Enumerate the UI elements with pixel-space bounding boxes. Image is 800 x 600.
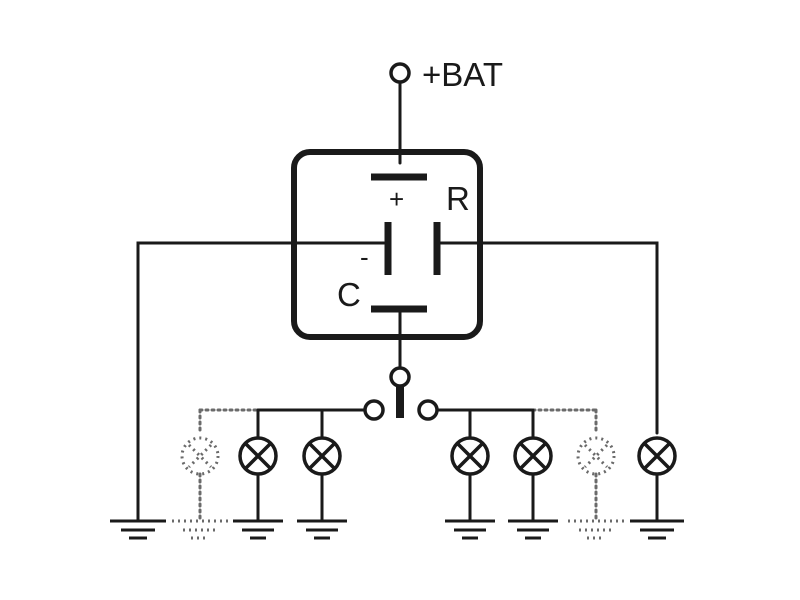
- ground-symbol: [233, 519, 283, 540]
- left-wire: [136, 241, 386, 522]
- lamp-right-1: [450, 436, 490, 522]
- r-label: R: [446, 180, 470, 217]
- ground-symbol-optional: [568, 519, 624, 540]
- ground-symbol: [297, 519, 347, 540]
- switch-left-terminal: [363, 399, 385, 421]
- right-wire: [439, 241, 659, 435]
- battery-label: +BAT: [422, 56, 503, 93]
- lamp-right-2: [513, 436, 553, 522]
- lamp-left-2: [302, 436, 342, 522]
- battery-terminal: [389, 62, 411, 165]
- c-label: C: [337, 276, 361, 313]
- battery-terminal-circle: [389, 62, 411, 84]
- ground-symbol: [445, 519, 495, 540]
- switch-right-terminal: [417, 399, 439, 421]
- lamp-optional-left: [180, 436, 220, 522]
- ground-symbol: [110, 519, 166, 540]
- lamp-left-1: [238, 436, 278, 522]
- lamp-indicator: [637, 436, 677, 522]
- lamp-optional-right: [576, 436, 616, 522]
- ground-symbol: [630, 519, 684, 540]
- direction-switch: [363, 366, 439, 421]
- plus-label: +: [389, 184, 404, 214]
- ground-symbol-optional: [172, 519, 228, 540]
- switch-common-terminal: [389, 366, 411, 388]
- ground-symbol: [508, 519, 558, 540]
- minus-label: -: [360, 242, 369, 272]
